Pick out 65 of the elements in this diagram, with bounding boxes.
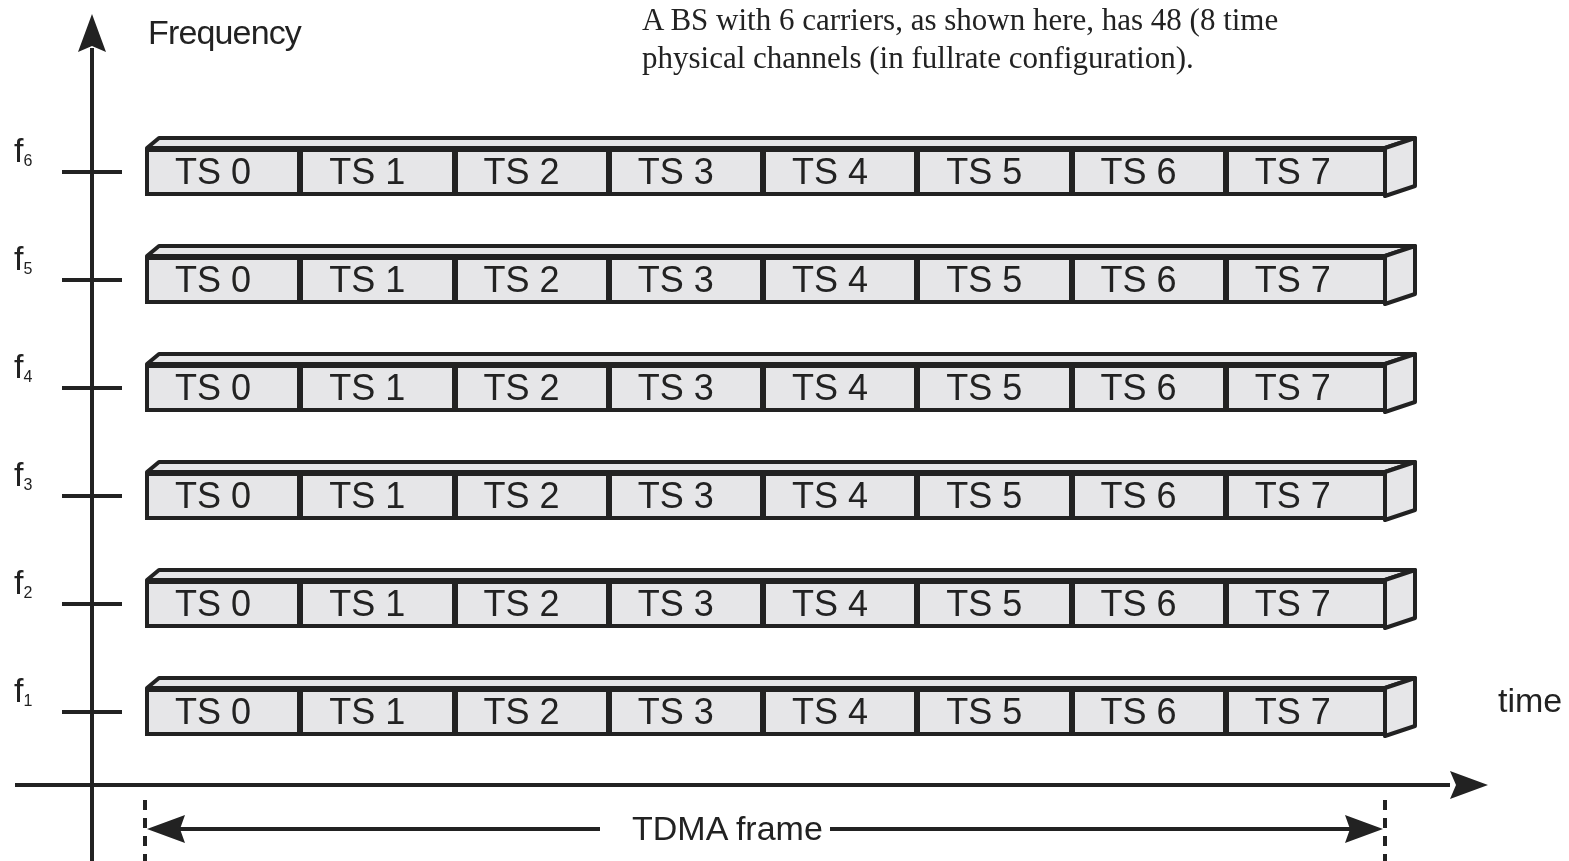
time-slot-label: TS 1 bbox=[329, 152, 406, 192]
carrier-bar bbox=[145, 460, 1419, 522]
time-slot-label: TS 6 bbox=[1100, 260, 1177, 300]
carrier-bar bbox=[145, 568, 1419, 630]
time-slot-label: TS 4 bbox=[792, 692, 869, 732]
time-slot-label: TS 6 bbox=[1100, 476, 1177, 516]
time-slot-label: TS 2 bbox=[483, 260, 560, 300]
time-slot-label: TS 0 bbox=[175, 260, 252, 300]
time-slot-label: TS 6 bbox=[1100, 152, 1177, 192]
time-slot-label: TS 3 bbox=[637, 368, 714, 408]
time-slot-label: TS 4 bbox=[792, 260, 869, 300]
time-slot-label: TS 1 bbox=[329, 584, 406, 624]
time-slot-label: TS 1 bbox=[329, 368, 406, 408]
frequency-label: f$_{2}$ bbox=[14, 562, 33, 602]
carrier-bar bbox=[145, 352, 1419, 414]
time-slot-label: TS 5 bbox=[946, 476, 1023, 516]
time-slot-label: TS 0 bbox=[175, 692, 252, 732]
time-slot-label: TS 6 bbox=[1100, 584, 1177, 624]
time-slot-label: TS 5 bbox=[946, 692, 1023, 732]
time-slot-label: TS 2 bbox=[483, 692, 560, 732]
time-slot-label: TS 7 bbox=[1254, 152, 1331, 192]
axis-label: time bbox=[1498, 680, 1563, 720]
time-slot-label: TS 5 bbox=[946, 368, 1023, 408]
time-slot-label: TS 6 bbox=[1100, 368, 1177, 408]
time-slot-label: TS 0 bbox=[175, 152, 252, 192]
carrier-bar bbox=[145, 676, 1419, 738]
time-slot-label: TS 3 bbox=[637, 260, 714, 300]
time-slot-label: TS 0 bbox=[175, 584, 252, 624]
frequency-label: f$_{4}$ bbox=[14, 346, 33, 386]
time-slot-label: TS 1 bbox=[329, 692, 406, 732]
frequency-label: f$_{6}$ bbox=[14, 130, 33, 170]
frequency-label: f$_{3}$ bbox=[14, 454, 33, 494]
time-slot-label: TS 7 bbox=[1254, 260, 1331, 300]
time-slot-label: TS 3 bbox=[637, 584, 714, 624]
time-slot-label: TS 7 bbox=[1254, 584, 1331, 624]
time-slot-label: TS 2 bbox=[483, 152, 560, 192]
time-slot-label: TS 6 bbox=[1100, 692, 1177, 732]
time-slot-label: TS 1 bbox=[329, 476, 406, 516]
dimension-label: TDMA frame bbox=[632, 808, 823, 848]
time-slot-label: TS 2 bbox=[483, 368, 560, 408]
time-slot-label: TS 3 bbox=[637, 152, 714, 192]
time-slot-label: TS 0 bbox=[175, 368, 252, 408]
carrier-bar bbox=[145, 136, 1419, 198]
frequency-label: f$_{5}$ bbox=[14, 238, 33, 278]
time-slot-label: TS 4 bbox=[792, 368, 869, 408]
time-slot-label: TS 5 bbox=[946, 584, 1023, 624]
carrier-bar bbox=[145, 244, 1419, 306]
time-slot-label: TS 4 bbox=[792, 584, 869, 624]
time-slot-label: TS 5 bbox=[946, 152, 1023, 192]
time-slot-label: TS 2 bbox=[483, 584, 560, 624]
axis-label: Frequency bbox=[148, 12, 301, 52]
time-slot-label: TS 7 bbox=[1254, 692, 1331, 732]
time-slot-label: TS 1 bbox=[329, 260, 406, 300]
time-slot-label: TS 3 bbox=[637, 692, 714, 732]
time-slot-label: TS 5 bbox=[946, 260, 1023, 300]
time-slot-label: TS 2 bbox=[483, 476, 560, 516]
time-slot-label: TS 4 bbox=[792, 476, 869, 516]
caption-text: physical channels (in fullrate configuration). bbox=[642, 40, 1194, 76]
time-slot-label: TS 0 bbox=[175, 476, 252, 516]
time-slot-label: TS 3 bbox=[637, 476, 714, 516]
time-slot-label: TS 4 bbox=[792, 152, 869, 192]
time-slot-label: TS 7 bbox=[1254, 476, 1331, 516]
caption-text: A BS with 6 carriers, as shown here, has 48 (8 time bbox=[642, 2, 1279, 38]
frequency-label: f$_{1}$ bbox=[14, 670, 33, 710]
time-slot-label: TS 7 bbox=[1254, 368, 1331, 408]
